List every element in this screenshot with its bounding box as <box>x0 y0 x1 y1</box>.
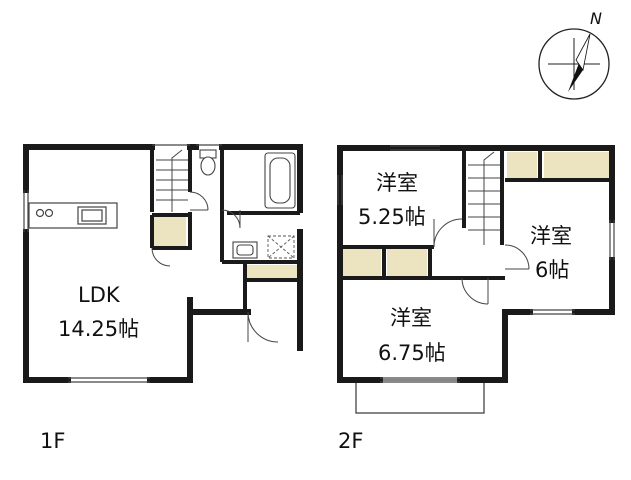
room-name-western-1: 洋室 <box>376 171 418 195</box>
room-name-ldk: LDK <box>78 283 121 307</box>
room-name-western-3: 洋室 <box>390 306 432 330</box>
kitchen-counter <box>28 202 118 229</box>
room-name-western-2: 洋室 <box>530 224 572 248</box>
toilet-icon <box>199 149 217 176</box>
storage-fill <box>343 249 381 276</box>
storage-fill <box>387 249 427 276</box>
storage-fill <box>247 265 298 280</box>
floor-1-plan: LDK 14.25帖 1F <box>23 144 303 453</box>
wash-basin-icon <box>232 241 258 259</box>
washing-machine-space <box>267 235 295 259</box>
compass-icon: N <box>538 9 610 100</box>
floor-label-1f: 1F <box>40 429 65 453</box>
balcony <box>355 379 485 414</box>
door-swing <box>433 218 530 305</box>
compass-north-label: N <box>590 9 602 28</box>
room-size-western-3: 6.75帖 <box>378 341 446 365</box>
room-size-ldk: 14.25帖 <box>58 317 139 341</box>
stairs-icon <box>468 151 500 245</box>
floor-2-plan: 洋室 5.25帖 洋室 6帖 洋室 6.75帖 2F <box>337 145 615 453</box>
room-size-western-1: 5.25帖 <box>358 205 426 229</box>
stairs-icon <box>156 149 188 212</box>
storage-fill <box>544 152 609 178</box>
floor-label-2f: 2F <box>338 429 363 453</box>
door-swing <box>151 191 279 343</box>
room-size-western-2: 6帖 <box>535 258 569 282</box>
storage-fill <box>154 217 186 247</box>
storage-fill <box>507 152 537 178</box>
bathtub-icon <box>264 152 296 209</box>
